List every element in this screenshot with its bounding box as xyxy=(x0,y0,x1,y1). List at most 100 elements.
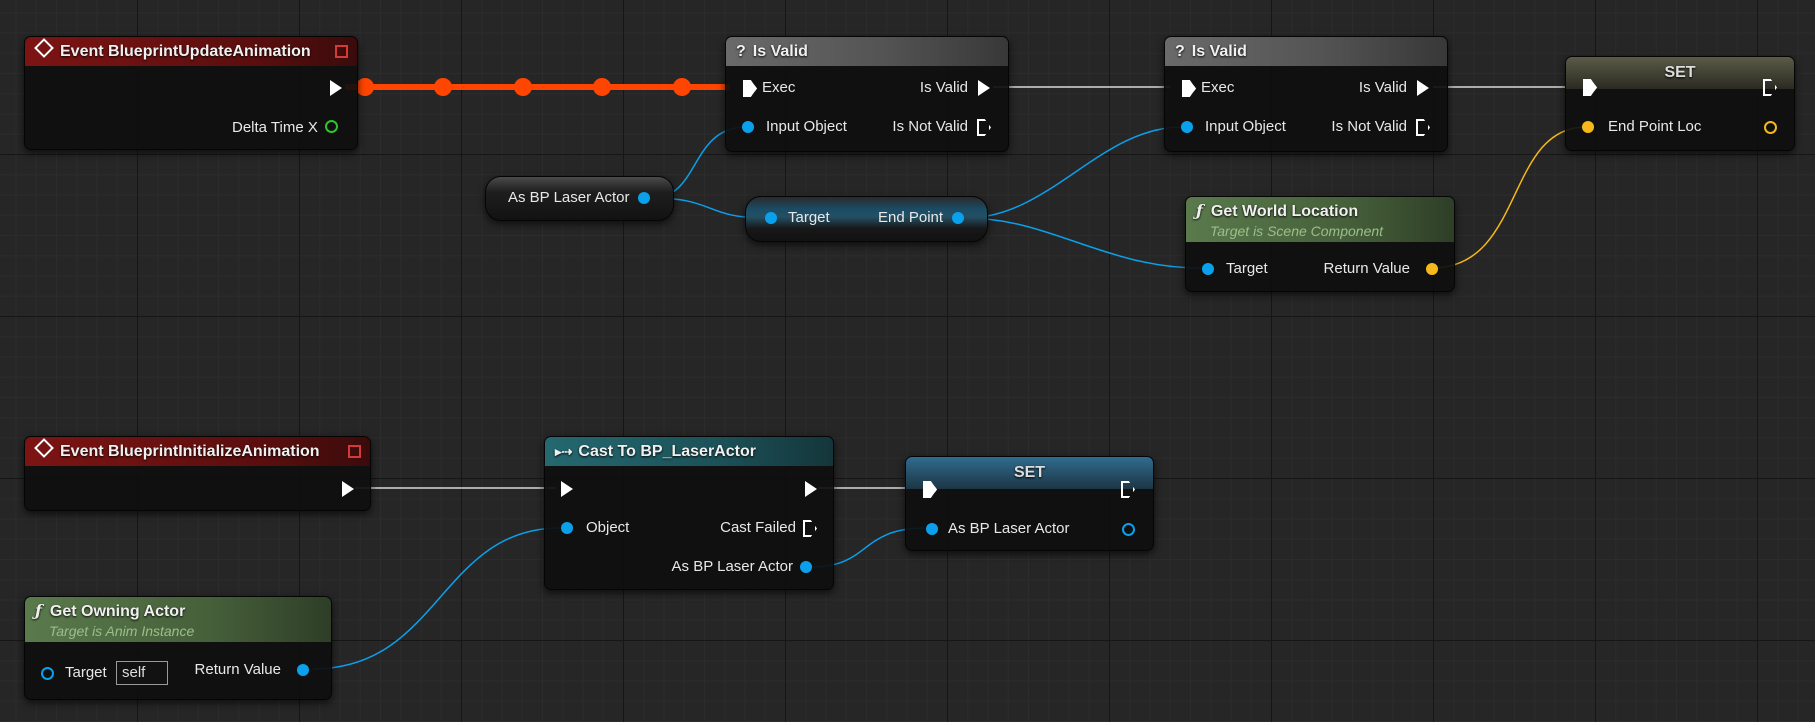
exec-out-pin[interactable] xyxy=(1121,481,1135,498)
input-object-pin[interactable] xyxy=(742,121,754,133)
exec-out-pin[interactable] xyxy=(1763,79,1777,96)
node-title: SET xyxy=(1013,464,1046,481)
delta-time-label: Delta Time X xyxy=(232,119,318,136)
is-valid-pin[interactable] xyxy=(1417,80,1429,96)
target-label: Target xyxy=(788,209,830,226)
target-pin[interactable] xyxy=(41,667,54,680)
target-pin[interactable] xyxy=(1202,263,1214,275)
exec-out-pin[interactable] xyxy=(805,481,817,497)
cast-arrow-icon: ▸⇢ xyxy=(555,444,573,459)
node-title: Cast To BP_LaserActor xyxy=(578,443,756,460)
exec-in-pin[interactable] xyxy=(561,481,573,497)
exec-in-pin[interactable] xyxy=(1182,80,1196,97)
object-wire-endpoint-to-getworld xyxy=(965,217,1202,269)
exec-in-pin[interactable] xyxy=(923,481,937,498)
set-as-bp-laser-actor-node[interactable]: SET As BP Laser Actor xyxy=(905,456,1154,551)
cast-failed-label: Cast Failed xyxy=(720,519,796,536)
node-title: Is Valid xyxy=(752,43,808,60)
exec-label: Exec xyxy=(762,79,796,96)
node-title: Event BlueprintInitializeAnimation xyxy=(60,443,320,460)
as-bp-laser-actor-label: As BP Laser Actor xyxy=(948,520,1070,537)
exec-in-pin[interactable] xyxy=(1583,79,1597,96)
is-valid-label: Is Valid xyxy=(919,79,968,96)
node-subtitle: Target is Scene Component xyxy=(1210,223,1384,239)
end-point-loc-label: End Point Loc xyxy=(1608,118,1702,135)
target-label: Target xyxy=(1226,260,1268,277)
exec-wire-bubble xyxy=(593,78,611,96)
as-bp-laser-actor-out-pin[interactable] xyxy=(1122,523,1135,536)
event-diamond-icon xyxy=(34,438,54,458)
exec-wire-bubble xyxy=(434,78,452,96)
question-icon: ? xyxy=(736,43,746,60)
node-header: Event BlueprintInitializeAnimation xyxy=(25,437,370,466)
object-wire-owner-to-cast xyxy=(312,527,561,670)
node-header: ƒ Get World Location Target is Scene Comp… xyxy=(1186,197,1454,242)
exec-wire-bubble xyxy=(514,78,532,96)
is-valid-node-1[interactable]: ? Is Valid Exec Is Valid Input Object Is … xyxy=(725,36,1009,152)
is-not-valid-label: Is Not Valid xyxy=(1331,118,1407,135)
end-point-loc-out-pin[interactable] xyxy=(1764,121,1777,134)
as-bp-laser-actor-in-pin[interactable] xyxy=(926,523,938,535)
return-value-label: Return Value xyxy=(194,661,281,678)
node-header: SET xyxy=(906,457,1153,489)
node-header: ▸⇢ Cast To BP_LaserActor xyxy=(545,437,833,466)
return-value-pin[interactable] xyxy=(297,664,309,676)
red-square-icon xyxy=(348,445,361,458)
end-point-label: End Point xyxy=(878,209,944,226)
as-bp-laser-actor-label: As BP Laser Actor xyxy=(671,558,793,575)
node-title: Get Owning Actor xyxy=(49,603,186,620)
node-title: SET xyxy=(1664,64,1696,81)
red-square-icon xyxy=(335,45,348,58)
is-not-valid-label: Is Not Valid xyxy=(892,118,968,135)
exec-out-pin[interactable] xyxy=(342,481,354,497)
node-header: ? Is Valid xyxy=(1165,37,1447,66)
is-valid-label: Is Valid xyxy=(1358,79,1407,96)
target-label: Target xyxy=(65,664,107,681)
function-f-icon: ƒ xyxy=(1196,201,1203,220)
get-end-point-node[interactable]: Target End Point xyxy=(745,196,988,242)
function-f-icon: ƒ xyxy=(35,601,42,620)
self-input[interactable]: self xyxy=(116,661,168,685)
exec-wire-bubble xyxy=(673,78,691,96)
node-title: Get World Location xyxy=(1210,203,1359,220)
as-bp-laser-actor-pin[interactable] xyxy=(800,561,812,573)
node-header: ? Is Valid xyxy=(726,37,1008,66)
as-bp-laser-actor-label: As BP Laser Actor xyxy=(508,189,630,206)
object-pin[interactable] xyxy=(561,522,573,534)
target-pin[interactable] xyxy=(765,212,777,224)
event-diamond-icon xyxy=(34,38,54,58)
node-subtitle: Target is Anim Instance xyxy=(49,623,195,639)
end-point-loc-in-pin[interactable] xyxy=(1582,121,1594,133)
node-title: Event BlueprintUpdateAnimation xyxy=(60,43,311,60)
get-as-bp-laser-actor-node[interactable]: As BP Laser Actor xyxy=(485,176,674,221)
cast-to-bp-laser-actor-node[interactable]: ▸⇢ Cast To BP_LaserActor Object Cast Fail… xyxy=(544,436,834,590)
exec-wire-bubble xyxy=(356,78,374,96)
cast-failed-pin[interactable] xyxy=(803,520,817,537)
get-owning-actor-node[interactable]: ƒ Get Owning Actor Target is Anim Instanc… xyxy=(24,596,332,700)
event-initialize-animation-node[interactable]: Event BlueprintInitializeAnimation xyxy=(24,436,371,511)
object-label: Object xyxy=(586,519,630,536)
is-not-valid-pin[interactable] xyxy=(1416,119,1430,136)
event-update-animation-node[interactable]: Event BlueprintUpdateAnimation Delta Tim… xyxy=(24,36,358,150)
end-point-pin[interactable] xyxy=(952,212,964,224)
exec-label: Exec xyxy=(1201,79,1235,96)
exec-in-pin[interactable] xyxy=(743,80,757,97)
get-world-location-node[interactable]: ƒ Get World Location Target is Scene Comp… xyxy=(1185,196,1455,292)
is-valid-pin[interactable] xyxy=(978,80,990,96)
question-icon: ? xyxy=(1175,43,1185,60)
exec-out-pin[interactable] xyxy=(330,80,342,96)
node-header: SET xyxy=(1566,57,1794,89)
vector-wire-return-to-set xyxy=(1431,126,1587,269)
set-end-point-loc-node[interactable]: SET End Point Loc xyxy=(1565,56,1795,151)
as-bp-laser-actor-pin[interactable] xyxy=(638,192,650,204)
is-not-valid-pin[interactable] xyxy=(977,119,991,136)
input-object-pin[interactable] xyxy=(1181,121,1193,133)
return-value-pin[interactable] xyxy=(1426,263,1438,275)
return-value-label: Return Value xyxy=(1323,260,1410,277)
input-object-label: Input Object xyxy=(766,118,847,135)
is-valid-node-2[interactable]: ? Is Valid Exec Is Valid Input Object Is … xyxy=(1164,36,1448,152)
node-header: Event BlueprintUpdateAnimation xyxy=(25,37,357,66)
delta-time-pin[interactable] xyxy=(325,120,338,133)
input-object-label: Input Object xyxy=(1205,118,1286,135)
node-title: Is Valid xyxy=(1191,43,1247,60)
